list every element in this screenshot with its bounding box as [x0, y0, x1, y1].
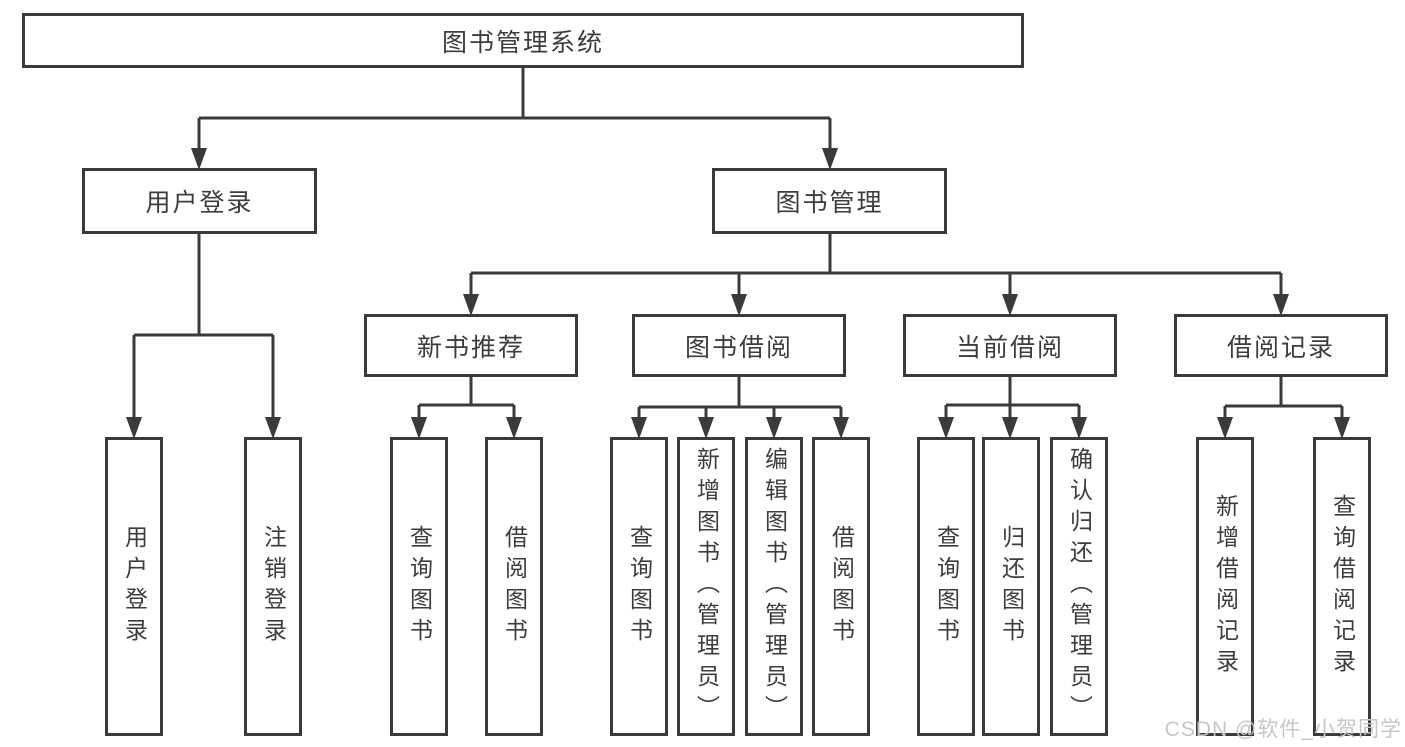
node-root: 图书管理系统	[22, 13, 1024, 68]
node-leaf-return-book: 归还图书	[982, 437, 1040, 736]
arrow-icon	[1002, 417, 1018, 439]
node-leaf-add-book-admin: 新增图书（管理员）	[677, 437, 735, 736]
node-label: 查询图书	[933, 524, 960, 649]
node-label: 借阅图书	[828, 524, 855, 649]
node-label: 图书管理系统	[441, 28, 604, 57]
node-leaf-user-login: 用户登录	[105, 437, 163, 736]
arrow-icon	[822, 148, 838, 170]
arrow-icon	[191, 148, 207, 170]
arrow-icon	[1217, 417, 1233, 439]
node-label: 新增图书（管理员）	[693, 447, 720, 726]
arrow-icon	[265, 417, 281, 439]
node-label: 当前借阅	[955, 333, 1064, 362]
edge-new-book-children	[417, 377, 516, 418]
node-label: 查询图书	[626, 524, 653, 649]
node-label: 编辑图书（管理员）	[761, 447, 788, 726]
node-leaf-add-borrow-record: 新增借阅记录	[1196, 437, 1254, 736]
node-leaf-logout: 注销登录	[244, 437, 302, 736]
node-label: 归还图书	[998, 524, 1025, 649]
arrow-icon	[698, 417, 714, 439]
node-book-borrow: 图书借阅	[632, 314, 846, 377]
arrow-icon	[463, 294, 479, 316]
arrow-icon	[938, 417, 954, 439]
edge-book-management-children	[469, 233, 1283, 295]
edge-root-children	[197, 68, 832, 150]
node-label: 借阅图书	[501, 524, 528, 649]
node-label: 新增借阅记录	[1212, 493, 1239, 680]
edge-book-borrow-children	[637, 377, 843, 418]
arrow-icon	[1071, 417, 1087, 439]
arrow-icon	[766, 417, 782, 439]
node-label: 注销登录	[260, 524, 287, 649]
arrow-icon	[126, 417, 142, 439]
node-label: 图书管理	[775, 189, 884, 217]
node-leaf-borrow-books: 借阅图书	[812, 437, 870, 736]
node-leaf-confirm-return-admin: 确认归还（管理员）	[1050, 437, 1108, 736]
node-user-login: 用户登录	[82, 168, 317, 234]
arrow-icon	[411, 417, 427, 439]
arrow-icon	[506, 417, 522, 439]
watermark: CSDN @软件_小贺同学	[1164, 718, 1402, 741]
node-label: 新书推荐	[416, 333, 525, 362]
node-leaf-edit-book-admin: 编辑图书（管理员）	[745, 437, 803, 736]
node-new-book-recommend: 新书推荐	[364, 314, 578, 377]
node-label: 用户登录	[121, 524, 148, 649]
node-label: 查询借阅记录	[1329, 493, 1356, 680]
node-label: 图书借阅	[684, 333, 793, 362]
node-label: 借阅记录	[1226, 333, 1335, 362]
edge-current-borrow-children	[944, 377, 1081, 418]
node-current-borrow: 当前借阅	[903, 314, 1117, 377]
arrow-icon	[833, 417, 849, 439]
arrow-icon	[1273, 294, 1289, 316]
edge-borrow-records-children	[1223, 377, 1344, 418]
arrow-icon	[631, 417, 647, 439]
node-leaf-query-books-recommend: 查询图书	[390, 437, 448, 736]
node-leaf-query-books-current: 查询图书	[917, 437, 975, 736]
node-borrow-records: 借阅记录	[1174, 314, 1388, 377]
node-label: 查询图书	[406, 524, 433, 649]
node-label: 确认归还（管理员）	[1066, 447, 1093, 726]
arrow-icon	[731, 294, 747, 316]
node-book-management: 图书管理	[712, 168, 947, 234]
node-leaf-borrow-books-recommend: 借阅图书	[485, 437, 543, 736]
edge-user-login-children	[132, 234, 275, 418]
node-leaf-query-books-borrow: 查询图书	[610, 437, 668, 736]
arrow-icon	[1002, 294, 1018, 316]
node-leaf-query-borrow-record: 查询借阅记录	[1313, 437, 1371, 736]
node-label: 用户登录	[145, 189, 254, 217]
arrow-icon	[1334, 417, 1350, 439]
